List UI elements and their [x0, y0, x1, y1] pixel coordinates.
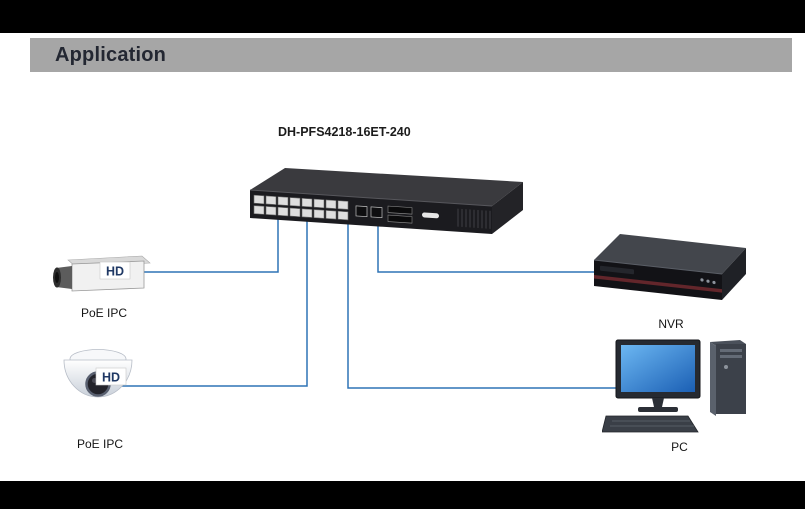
- line-switch-to-pc: [347, 218, 626, 389]
- nvr-label: NVR: [658, 317, 684, 331]
- switch-model-label: DH-PFS4218-16ET-240: [278, 125, 411, 139]
- tower-power-button: [724, 365, 728, 369]
- dome-camera-illustration: HD: [63, 349, 133, 398]
- monitor-screen: [621, 345, 695, 392]
- pc-illustration: [602, 339, 746, 433]
- box-camera-illustration: HD: [53, 255, 151, 292]
- switch-front-edge: [249, 189, 493, 207]
- section-header-bar: Application: [30, 38, 792, 72]
- nvr-led-3: [712, 280, 716, 285]
- camera-lens-inner: [55, 272, 59, 283]
- pc-label: PC: [671, 440, 688, 454]
- pc-tower: [710, 340, 746, 416]
- poe-switch-illustration: [249, 168, 523, 234]
- uplink-port-1: [355, 205, 368, 218]
- switch-top-face: [250, 168, 523, 206]
- brand-logo-mark: [422, 212, 439, 219]
- tower-front: [710, 342, 716, 416]
- pc-keyboard: [602, 415, 699, 433]
- sfp-slot-2: [387, 214, 413, 224]
- bottom-black-bar: [0, 481, 805, 509]
- monitor-stand: [652, 398, 664, 407]
- sfp-slot-1: [387, 205, 413, 215]
- line-switch-to-nvr: [377, 215, 612, 273]
- switch-front-panel: [253, 194, 491, 229]
- vent-grille: [457, 208, 491, 229]
- hd-badge: [99, 261, 131, 280]
- switch-right-face: [492, 182, 523, 234]
- nvr-front-details: [594, 265, 722, 293]
- page-title: Application: [55, 43, 167, 66]
- nvr-front-stripe: [594, 275, 722, 293]
- pc-monitor: [615, 339, 701, 412]
- line-domecamera-to-switch: [110, 210, 308, 387]
- dome-camera-label: PoE IPC: [76, 437, 124, 451]
- nvr-right-face: [722, 248, 746, 300]
- hd-badge-text: HD: [102, 371, 120, 385]
- monitor-base: [638, 407, 678, 412]
- top-black-bar: [0, 0, 805, 33]
- nvr-front-edge: [593, 259, 723, 275]
- keyboard-body: [602, 415, 699, 433]
- keyboard-keys: [610, 420, 694, 427]
- nvr-illustration: [593, 234, 746, 300]
- box-camera-label: PoE IPC: [80, 306, 128, 320]
- hd-badge-text: HD: [106, 265, 124, 279]
- tower-drive-bay-2: [720, 355, 742, 358]
- tower-side: [716, 344, 746, 414]
- nvr-led-1: [700, 278, 704, 282]
- hd-badge: [95, 367, 127, 386]
- nvr-led-2: [706, 279, 710, 283]
- tower-drive-bay-1: [720, 349, 742, 352]
- nvr-front-vent: [600, 265, 634, 275]
- line-boxcamera-to-switch: [100, 205, 279, 273]
- uplink-port-2: [370, 206, 383, 219]
